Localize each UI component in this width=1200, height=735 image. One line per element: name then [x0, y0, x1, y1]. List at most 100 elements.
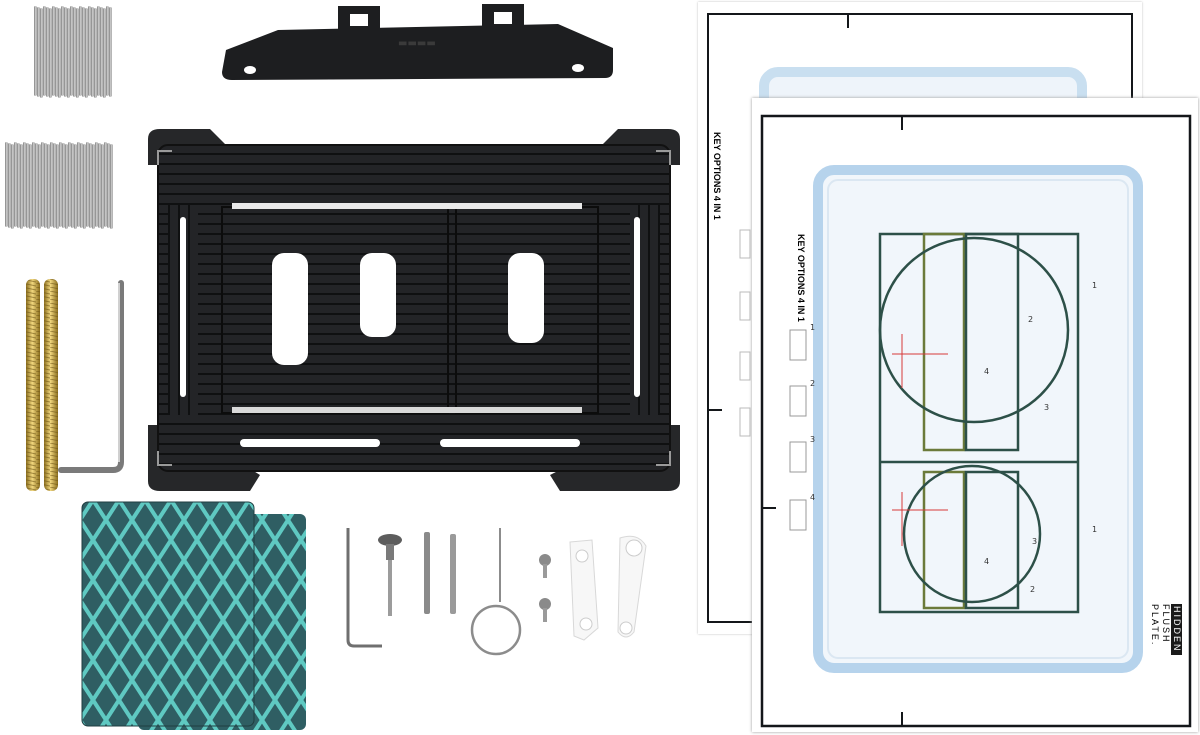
- steel-pin: [52, 6, 55, 96]
- brand-line: FLUSH: [1161, 604, 1171, 644]
- steel-pin: [103, 8, 106, 98]
- cutout-label: 2: [1028, 315, 1033, 324]
- steel-pin: [100, 7, 103, 97]
- steel-pin: [91, 7, 94, 97]
- threaded-brass-rods: [22, 275, 64, 495]
- steel-pin: [62, 143, 65, 228]
- strap-icon: [569, 535, 647, 641]
- hardware-kit: [340, 522, 660, 662]
- steel-pin: [14, 142, 17, 227]
- steel-pin: [26, 143, 29, 228]
- steel-pin: [38, 144, 41, 229]
- steel-pin: [82, 7, 85, 97]
- steel-pin: [104, 142, 107, 227]
- steel-pin: [40, 8, 43, 98]
- steel-pin: [101, 144, 104, 229]
- steel-pin: [85, 8, 88, 98]
- steel-pin: [89, 143, 92, 228]
- steel-pin: [68, 142, 71, 227]
- steel-pin: [5, 142, 8, 227]
- steel-pin: [47, 144, 50, 229]
- steel-pin: [49, 8, 52, 98]
- sanding-sheets: [80, 500, 312, 732]
- steel-pin: [44, 143, 47, 228]
- steel-pin: [29, 144, 32, 229]
- hex-key: [55, 280, 130, 475]
- rods-icon: [26, 279, 58, 491]
- steel-pin: [23, 142, 26, 227]
- steel-pin: [76, 8, 79, 98]
- steel-pin: [95, 142, 98, 227]
- steel-pin: [83, 144, 86, 229]
- steel-pin: [20, 144, 23, 229]
- steel-pin: [59, 142, 62, 227]
- steel-pin: [34, 6, 37, 96]
- steel-pin: [56, 144, 59, 229]
- steel-pin: [77, 142, 80, 227]
- steel-pin: [74, 144, 77, 229]
- back-template-title: KEY OPTIONS 4 IN 1: [712, 132, 722, 220]
- steel-pin: [50, 142, 53, 227]
- brand-logo: HIDDEN FLUSH PLATE.: [1149, 604, 1182, 655]
- steel-pin: [37, 7, 40, 97]
- steel-pin: [92, 144, 95, 229]
- steel-pin: [43, 6, 46, 96]
- steel-pin: [94, 8, 97, 98]
- cutout-label: 1: [1092, 525, 1097, 534]
- steel-pin: [86, 142, 89, 227]
- steel-pin: [110, 144, 113, 229]
- cutout-label: 3: [1032, 537, 1037, 546]
- steel-pin: [71, 143, 74, 228]
- cutout-label: 4: [984, 367, 989, 376]
- steel-pin: [107, 143, 110, 228]
- cutout-label: 1: [1092, 281, 1097, 290]
- steel-pin: [8, 143, 11, 228]
- hex-key-icon: [58, 280, 124, 473]
- steel-pin: [106, 6, 109, 96]
- steel-pin: [65, 144, 68, 229]
- steel-pin: [35, 143, 38, 228]
- small-parts-icon: [346, 528, 551, 656]
- steel-pin: [79, 6, 82, 96]
- option-number: 1: [810, 323, 815, 332]
- steel-pin: [61, 6, 64, 96]
- steel-pin: [41, 142, 44, 227]
- routing-jig: [140, 125, 688, 497]
- steel-pin: [109, 7, 112, 97]
- steel-pins-bundle: [30, 2, 115, 102]
- steel-pin: [32, 142, 35, 227]
- option-number: 2: [810, 379, 815, 388]
- plastic-strap: [562, 528, 662, 648]
- steel-pin: [46, 7, 49, 97]
- steel-pin: [53, 143, 56, 228]
- steel-pin: [55, 7, 58, 97]
- front-template-title: KEY OPTIONS 4 IN 1: [796, 234, 806, 322]
- cutout-label: 2: [1030, 585, 1035, 594]
- cutout-label: 3: [1044, 403, 1049, 412]
- steel-pin: [11, 144, 14, 229]
- pins-icon: [5, 142, 113, 229]
- steel-pin: [58, 8, 61, 98]
- steel-pin: [67, 8, 70, 98]
- steel-pin: [88, 6, 91, 96]
- steel-pin: [73, 7, 76, 97]
- steel-pin: [80, 143, 83, 228]
- option-number: 3: [810, 435, 815, 444]
- front-template-sheet: 1 2 3 4 1 2 3 4 1 2 3 4 KEY OPTIONS 4 IN…: [752, 98, 1198, 732]
- cutout-label: 4: [984, 557, 989, 566]
- brand-line: HIDDEN: [1171, 604, 1182, 655]
- jig-icon: [148, 129, 680, 491]
- brand-line: PLATE.: [1150, 604, 1160, 647]
- steel-pin: [70, 6, 73, 96]
- guide-bar-icon: ▬▬▬▬: [222, 4, 613, 80]
- steel-pin: [64, 7, 67, 97]
- steel-pin: [17, 143, 20, 228]
- steel-pin: [98, 143, 101, 228]
- steel-pin: [97, 6, 100, 96]
- pins-icon: [34, 6, 112, 98]
- mounting-guide-bar: ▬▬▬▬: [218, 0, 618, 88]
- svg-text:▬▬▬▬: ▬▬▬▬: [398, 38, 436, 49]
- sandpaper-icon: [81, 501, 306, 730]
- option-number: 4: [810, 493, 815, 502]
- steel-pins-bundle-2: [2, 138, 117, 233]
